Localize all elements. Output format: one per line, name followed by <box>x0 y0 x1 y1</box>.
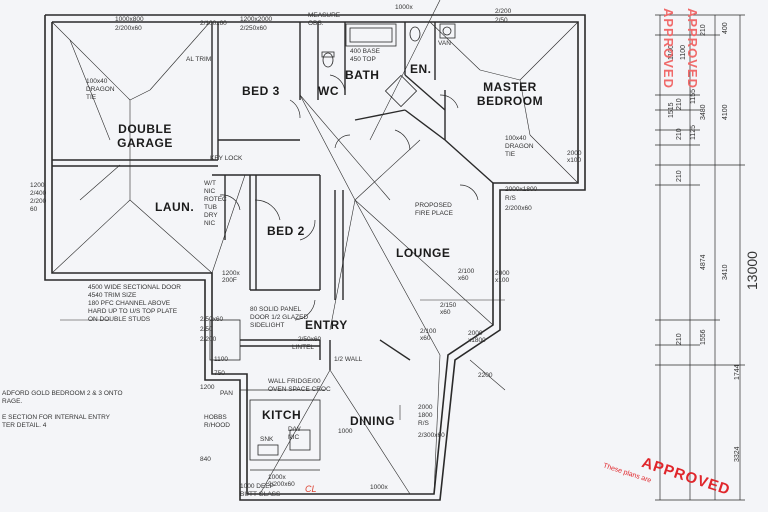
note-pan: PAN <box>220 390 233 397</box>
note-plaster: ADFORD GOLD BEDROOM 2 & 3 ONTO RAGE. <box>2 390 123 405</box>
side-dim-label: 210 <box>700 24 707 36</box>
side-dim-label: 400 <box>722 22 729 34</box>
side-dim-label: 4100 <box>722 104 729 120</box>
dim-label: 2/50 <box>495 17 508 24</box>
room-lounge: LOUNGE <box>396 246 451 260</box>
room-bed-3: BED 3 <box>242 84 280 98</box>
room-laundry: LAUN. <box>155 200 195 214</box>
dim-label: 2/200 <box>495 8 512 15</box>
door-swings <box>219 74 479 321</box>
side-dim-label: 4874 <box>700 254 707 270</box>
room-master-bedroom: MASTER BEDROOM <box>476 80 544 108</box>
dim-label: 1200 2/400 2/200 60 <box>30 182 47 213</box>
dim-label: 2/100 x60 <box>420 328 437 342</box>
dim-label: 2000 x100 <box>567 150 582 164</box>
dim-label: 1200x 200F <box>222 270 240 284</box>
dim-label: 1000x <box>370 484 388 491</box>
note-fireplace: PROPOSED FIRE PLACE <box>415 202 453 217</box>
note-garage-tie: 100x40 DRAGON TIE <box>86 78 115 101</box>
dim-label: 840 <box>200 456 211 463</box>
note-master-tie: 100x40 DRAGON TIE <box>505 135 534 158</box>
side-dim-label: 210 <box>676 333 683 345</box>
side-dim-label: 1515 <box>668 102 675 118</box>
dim-label: 1000x <box>395 4 413 11</box>
dim-label: 1100 <box>214 356 228 363</box>
dim-label: 2000 1800 R/S <box>418 404 433 427</box>
side-dim-label: 210 <box>676 98 683 110</box>
dim-label: 2/250x60 <box>240 25 267 32</box>
dim-label: 2/150 x60 <box>440 302 457 316</box>
room-bath: BATH <box>345 68 380 82</box>
side-dim-label: 210 <box>676 170 683 182</box>
note-dw: D/W NIC <box>288 426 301 441</box>
room-double-garage: DOUBLE GARAGE <box>117 122 173 150</box>
side-dim-label: 1556 <box>700 329 707 345</box>
room-ensuite: EN. <box>410 62 432 76</box>
dim-label: 2000x1800 <box>505 186 538 193</box>
note-half-wall: 1/2 WALL <box>334 356 363 363</box>
approved-stamp-vertical: APPROVED <box>685 8 700 89</box>
interior-walls <box>52 22 494 370</box>
bath-fixtures <box>321 23 456 108</box>
dimension-leaders <box>60 299 506 420</box>
note-measure: MEASURE OBS. <box>308 12 341 27</box>
note-solid-panel: 80 SOLID PANEL DOOR 1/2 GLAZED SIDELIGHT <box>250 306 309 329</box>
side-dimension-lines <box>655 14 745 501</box>
note-al-trim: AL TRIM <box>186 56 212 63</box>
note-sink: SNK <box>260 436 274 443</box>
room-dining: DINING <box>350 414 395 428</box>
side-dim-overall: 13000 <box>744 251 760 290</box>
dim-label: 1000 <box>338 428 353 435</box>
side-dim-label: 3480 <box>700 104 707 120</box>
note-van: VAN <box>438 40 451 47</box>
dim-label: 2200 <box>478 372 493 379</box>
dim-label: 1000x 2/200x60 <box>268 474 295 488</box>
dim-label: 750 <box>214 370 225 377</box>
garage-roof-lines <box>51 21 213 274</box>
note-lintel: LINTEL <box>292 344 315 351</box>
side-dim-label: 1744 <box>734 364 741 380</box>
side-dim-label: 1125 <box>690 124 697 140</box>
note-section: E SECTION FOR INTERNAL ENTRY TER DETAIL.… <box>2 414 110 429</box>
master-roof-lines <box>429 21 579 184</box>
dim-label: 1000x800 <box>115 16 144 23</box>
side-dim-label: 210 <box>676 128 683 140</box>
side-dim-label: 1155 <box>690 88 697 104</box>
room-entry: ENTRY <box>305 318 348 332</box>
dim-label: 2/200 <box>200 336 217 343</box>
dim-label: 2/300x60 <box>418 432 445 439</box>
room-bed-2: BED 2 <box>267 224 305 238</box>
note-key-lock: KEY LOCK <box>210 155 243 162</box>
reviewer-initials: CL <box>305 484 317 494</box>
dim-label: 2/50x60 <box>200 316 224 323</box>
room-wc: WC <box>318 84 339 98</box>
note-bath-base: 400 BASE 450 TOP <box>350 48 380 63</box>
dim-label: 1200x2000 <box>240 16 273 23</box>
note-laundry-equipment: W/T NIC ROTEC TUB DRY NIC <box>204 180 227 227</box>
dim-label: 1200 <box>200 384 215 391</box>
dim-label: 2000 x1800 <box>468 330 486 344</box>
kitchen-bench <box>209 319 325 471</box>
note-bench: 1000 DEEP BUTT GLASS <box>240 483 281 498</box>
dim-label: 2/50 <box>200 326 213 333</box>
dim-label: 2/200x60 <box>505 205 532 212</box>
room-kitchen: KITCH <box>262 408 302 422</box>
dim-label: 2/200x60 <box>115 25 142 32</box>
dim-label: 2/50x60 <box>298 336 322 343</box>
dim-label: 2/100 x60 <box>458 268 475 282</box>
side-dim-label: 3324 <box>734 446 741 462</box>
approved-stamp-vertical: APPROVED <box>661 8 676 89</box>
side-dim-label: 3410 <box>722 264 729 280</box>
dim-label: R/S <box>505 195 516 202</box>
dim-label: 2000 x100 <box>495 270 510 284</box>
note-door-spec: 4500 WIDE SECTIONAL DOOR 4540 TRIM SIZE … <box>88 284 181 323</box>
note-fridge: WALL FRIDGE/00 OVEN SPACE CROC <box>268 378 331 393</box>
note-hobbs: HOBBS R/HOOD <box>204 414 230 429</box>
dim-label: 2/100x60 <box>200 20 227 27</box>
